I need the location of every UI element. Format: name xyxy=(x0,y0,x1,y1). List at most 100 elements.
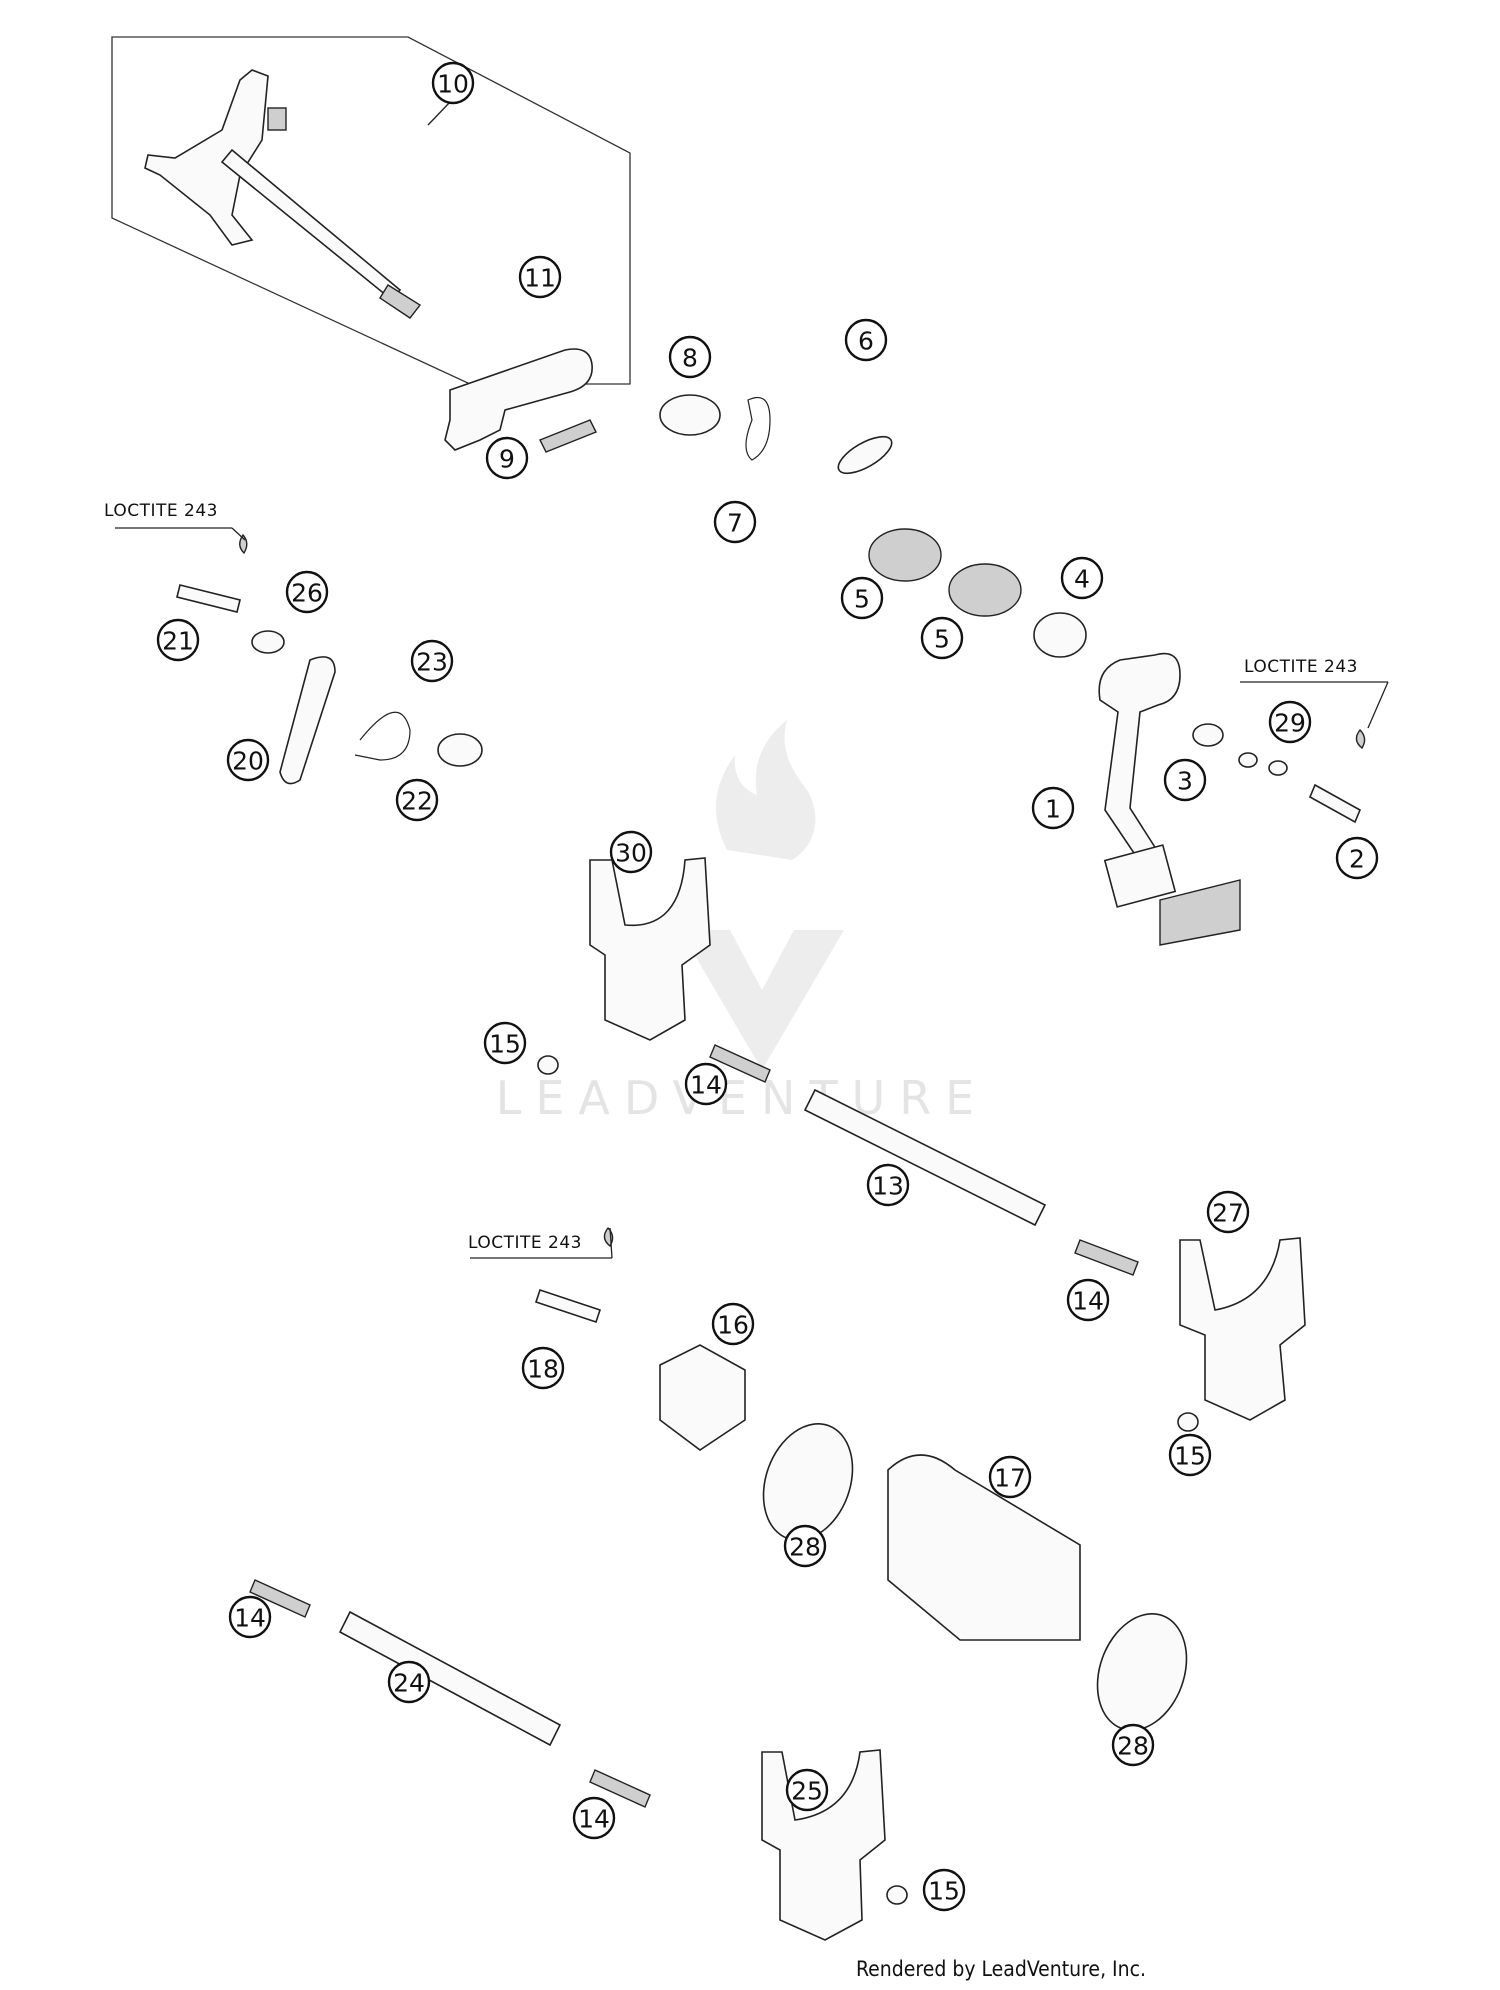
spring-23-part xyxy=(354,711,411,761)
bushing-22-part xyxy=(437,733,483,767)
callout-15: 15 xyxy=(922,1868,966,1912)
callout-5: 5 xyxy=(840,576,884,620)
callout-circle xyxy=(572,1796,616,1840)
callout-9: 9 xyxy=(485,436,529,480)
callout-circle xyxy=(668,335,712,379)
loctite-label-3: LOCTITE 243 xyxy=(468,1233,582,1253)
callout-circle xyxy=(1060,556,1104,600)
callout-14: 14 xyxy=(684,1062,728,1106)
callout-3: 3 xyxy=(1163,758,1207,802)
spring-7-part xyxy=(745,396,771,461)
callout-number: 11 xyxy=(524,264,556,293)
watermark: LEADVENTURE xyxy=(496,720,974,1125)
callout-14: 14 xyxy=(572,1796,616,1840)
callout-number: 28 xyxy=(1117,1732,1149,1761)
callout-circle xyxy=(228,1595,272,1639)
callout-17: 17 xyxy=(988,1455,1032,1499)
callout-number: 5 xyxy=(854,585,870,614)
callout-circle xyxy=(521,1346,565,1390)
bearing-28b-part xyxy=(1096,1613,1188,1731)
callout-23: 23 xyxy=(410,639,454,683)
callout-number: 14 xyxy=(578,1805,610,1834)
callout-26: 26 xyxy=(285,570,329,614)
callout-circle xyxy=(922,1868,966,1912)
callout-circle xyxy=(431,61,475,105)
callout-number: 7 xyxy=(727,509,743,538)
callout-number: 27 xyxy=(1212,1199,1244,1228)
loctite-drop-1 xyxy=(1355,728,1366,750)
callout-circle xyxy=(920,616,964,660)
callout-number: 15 xyxy=(1174,1442,1206,1471)
callout-circle xyxy=(483,1021,527,1065)
callout-number: 4 xyxy=(1074,565,1090,594)
loctite-label-2: LOCTITE 243 xyxy=(1244,657,1358,677)
callout-circle xyxy=(387,1660,431,1704)
callout-circle xyxy=(713,500,757,544)
callout-1: 1 xyxy=(1031,786,1075,830)
bolt-18-part xyxy=(534,1288,602,1324)
callout-number: 25 xyxy=(791,1777,823,1806)
leader-lines xyxy=(115,99,1389,1259)
callout-number: 16 xyxy=(717,1311,749,1340)
callout-circle xyxy=(785,1768,829,1812)
callout-24: 24 xyxy=(387,1660,431,1704)
callout-11: 11 xyxy=(518,255,562,299)
callout-number: 17 xyxy=(994,1464,1026,1493)
callout-number: 13 xyxy=(872,1172,904,1201)
callout-number: 14 xyxy=(690,1071,722,1100)
plate-part xyxy=(444,348,593,451)
callout-10: 10 xyxy=(431,61,475,105)
callout-number: 29 xyxy=(1274,709,1306,738)
callout-25: 25 xyxy=(785,1768,829,1812)
rod-13-part xyxy=(803,1088,1047,1227)
callout-8: 8 xyxy=(668,335,712,379)
ring-8-part xyxy=(659,394,721,436)
callout-circle xyxy=(844,318,888,362)
callout-number: 30 xyxy=(615,839,647,868)
callout-circle xyxy=(156,618,200,662)
callout-18: 18 xyxy=(521,1346,565,1390)
callout-7: 7 xyxy=(713,500,757,544)
shift-drum-star-16-part xyxy=(659,1344,746,1451)
fork-30-part xyxy=(589,857,711,1041)
callout-number: 20 xyxy=(232,747,264,776)
washer-29b-part xyxy=(1268,760,1288,776)
bolt-21-part xyxy=(176,584,241,613)
callout-6: 6 xyxy=(844,318,888,362)
callout-number: 14 xyxy=(1072,1287,1104,1316)
callout-21: 21 xyxy=(156,618,200,662)
washer-6-part xyxy=(837,435,893,475)
callouts: 1011897655413292212623202230151413271418… xyxy=(156,61,1379,1912)
callout-circle xyxy=(684,1062,728,1106)
callout-circle xyxy=(1268,700,1312,744)
callout-circle xyxy=(1066,1278,1110,1322)
callout-28: 28 xyxy=(1111,1723,1155,1767)
pin-15a-part xyxy=(537,1055,559,1075)
callout-number: 24 xyxy=(393,1669,425,1698)
callout-circle xyxy=(226,738,270,782)
callout-circle xyxy=(1335,836,1379,880)
callout-20: 20 xyxy=(226,738,270,782)
bushing-5a-part xyxy=(868,528,942,582)
callout-number: 2 xyxy=(1349,845,1365,874)
washer-26-part xyxy=(251,630,285,654)
callout-circle xyxy=(1163,758,1207,802)
loctite-label-1: LOCTITE 243 xyxy=(104,501,218,521)
callout-number: 15 xyxy=(489,1030,521,1059)
bushing-5b-part xyxy=(948,563,1022,617)
callout-number: 14 xyxy=(234,1604,266,1633)
callout-4: 4 xyxy=(1060,556,1104,600)
washer-29a-part xyxy=(1238,752,1258,768)
lever-20-part xyxy=(279,656,336,785)
shift-lever-part xyxy=(1098,652,1241,946)
callout-circle xyxy=(518,255,562,299)
callout-circle xyxy=(609,830,653,874)
callout-5: 5 xyxy=(920,616,964,660)
callout-number: 23 xyxy=(416,648,448,677)
callout-circle xyxy=(285,570,329,614)
spring-14b-part xyxy=(1074,1239,1139,1276)
callout-number: 28 xyxy=(789,1533,821,1562)
callout-number: 5 xyxy=(934,625,950,654)
spring-9-part xyxy=(539,419,597,453)
footer-credit: Rendered by LeadVenture, Inc. xyxy=(856,1957,1146,1981)
